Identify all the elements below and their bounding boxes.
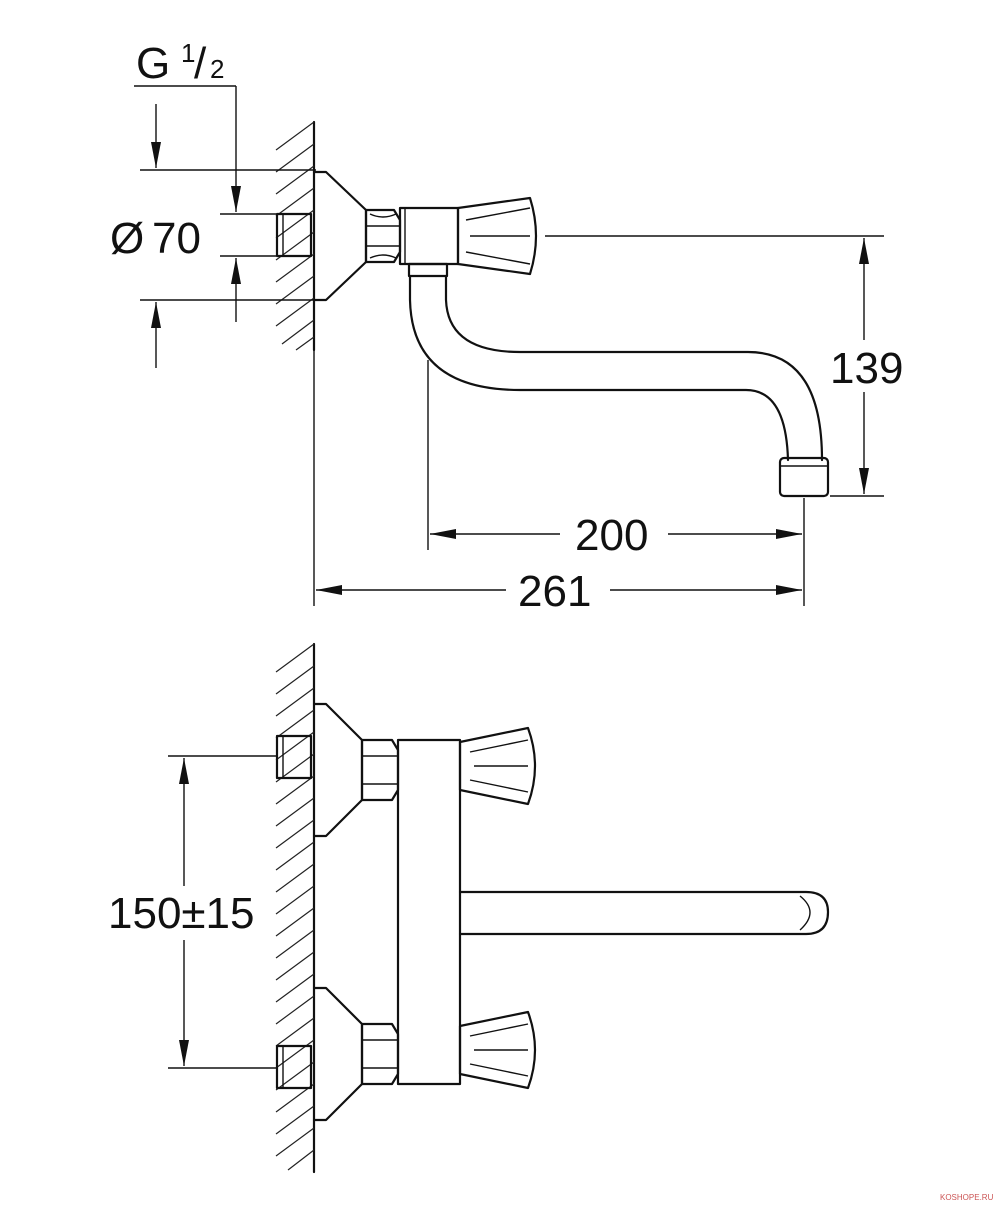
hex-nut-upper [360, 738, 400, 802]
reach-dimension: 200 [427, 360, 805, 606]
handle-upper [458, 726, 537, 806]
side-elevation: G 1 / 2 Ø 70 139 [110, 38, 903, 616]
reach-value: 200 [575, 511, 648, 560]
spout-front [458, 890, 830, 936]
height-dimension: 139 [545, 235, 903, 497]
thread-dimension: G 1 / 2 [134, 38, 276, 322]
depth-dimension: 261 [313, 350, 802, 616]
thread-label: G [136, 39, 170, 88]
height-value: 139 [830, 344, 903, 393]
thread-fraction-slash: / [194, 39, 207, 88]
handle-top [456, 196, 538, 276]
front-elevation: 150±15 [108, 642, 830, 1174]
diameter-value: 70 [152, 214, 201, 263]
spout-nut [407, 262, 449, 278]
wall-connector-upper [275, 734, 313, 780]
spout-inner [444, 274, 824, 462]
mixer-body [396, 738, 462, 1086]
escutcheon-lower [312, 986, 364, 1122]
diameter-dimension: Ø 70 [110, 104, 316, 368]
escutcheon-upper [312, 702, 364, 838]
thread-fraction-num: 1 [181, 38, 195, 68]
aerator [778, 456, 830, 498]
depth-value: 261 [518, 567, 591, 616]
centers-value: 150±15 [108, 889, 255, 938]
wall-hatch-top [275, 121, 315, 351]
hex-nut-lower [360, 1022, 400, 1086]
hex-nut-top [364, 208, 402, 264]
spout-outer [408, 274, 790, 462]
handle-lower [458, 1010, 537, 1090]
centers-dimension: 150±15 [108, 755, 278, 1069]
wall-connector-lower [275, 1044, 313, 1090]
wall-connector-top [275, 212, 313, 258]
diameter-symbol: Ø [110, 214, 144, 263]
escutcheon-top [312, 170, 368, 302]
thread-fraction-den: 2 [210, 54, 224, 84]
watermark: KOSHOPE.RU [940, 1193, 994, 1202]
wall-hatch-bottom [275, 643, 315, 1171]
valve-body-top [398, 206, 460, 266]
